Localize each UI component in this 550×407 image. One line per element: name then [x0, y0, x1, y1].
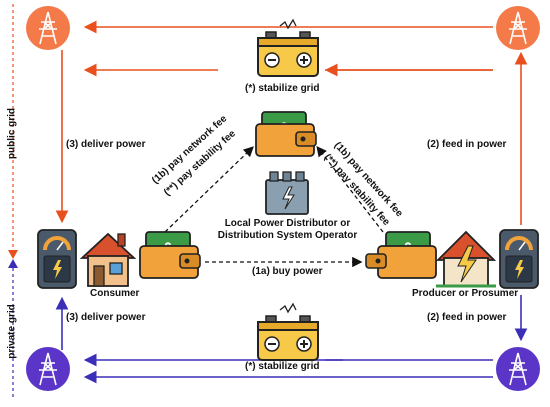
battery-icon — [257, 302, 319, 361]
distributor-label-line1: Local Power Distributor or — [224, 218, 351, 229]
solar-house-icon — [435, 230, 497, 288]
payment-arrows — [164, 145, 384, 268]
wallet-icon: $ — [255, 111, 317, 157]
power-tower-icon — [496, 347, 540, 391]
consumer-label: Consumer — [90, 288, 140, 299]
deliver-label-top: (3) deliver power — [66, 139, 146, 150]
power-tower-icon — [26, 347, 70, 391]
wallet-icon: $ — [139, 231, 201, 279]
deliver-label-bottom: (3) deliver power — [66, 312, 146, 323]
feed-label-top: (2) feed in power — [427, 139, 507, 150]
private-grid-label: private grid — [6, 304, 18, 359]
stabilize-label-top: (*) stabilize grid — [245, 83, 320, 94]
feed-label-bottom: (2) feed in power — [427, 312, 507, 323]
producer-label: Producer or Prosumer — [412, 288, 519, 299]
wallet-icon: $ — [365, 231, 437, 279]
smart-meter-icon — [37, 229, 77, 289]
grid-divider — [8, 4, 18, 398]
buy-power-label: (1a) buy power — [252, 266, 323, 277]
stabilize-label-bottom: (*) stabilize grid — [245, 361, 320, 372]
battery-icon — [257, 18, 319, 77]
power-tower-icon — [496, 6, 540, 50]
smart-meter-icon — [499, 229, 539, 289]
house-icon — [79, 232, 137, 287]
distributor-label-line2: Distribution System Operator — [217, 230, 358, 241]
public-grid-lines — [55, 20, 528, 225]
power-tower-icon — [26, 6, 70, 50]
public-grid-label: public grid — [6, 107, 18, 160]
transformer-icon — [265, 171, 309, 215]
